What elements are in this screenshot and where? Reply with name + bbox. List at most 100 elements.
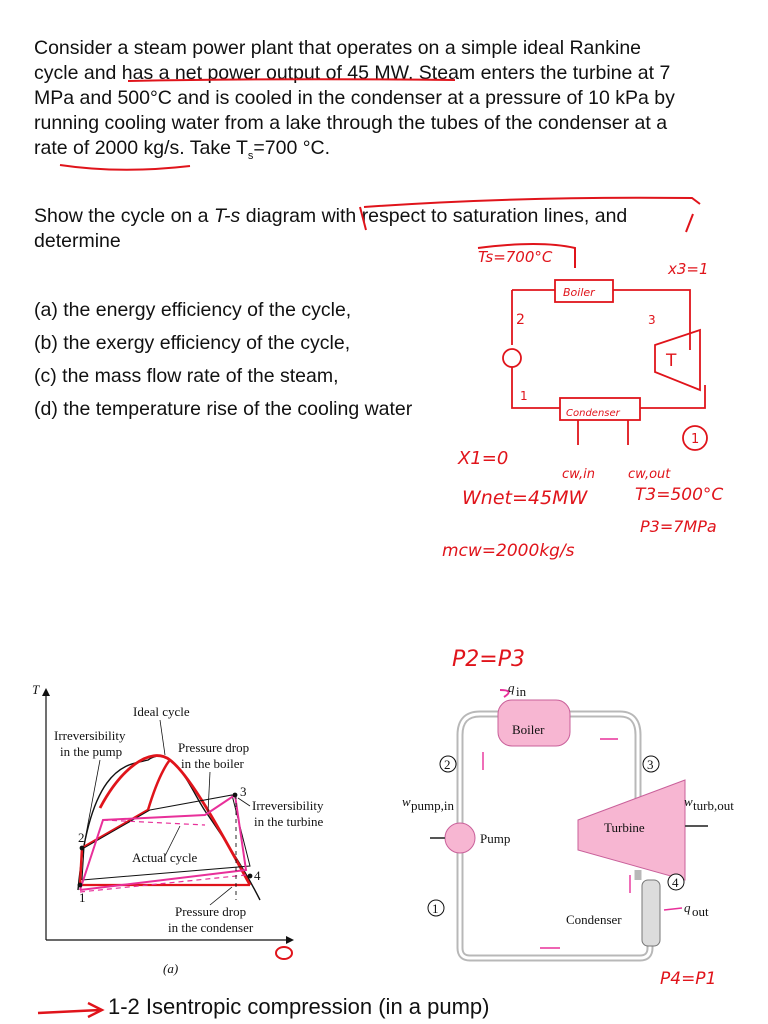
task-line-1: Show the cycle on a T-s diagram with res… <box>34 204 744 229</box>
intro-line-5-end: =700 °C. <box>253 137 331 159</box>
ts-note-arrow <box>477 243 576 268</box>
wpump-sub: pump,in <box>411 798 454 813</box>
task-pre: Show the cycle on a <box>34 205 214 227</box>
hs-circle-1 <box>682 425 708 451</box>
hs-turbine-shape <box>654 328 701 392</box>
hs-condenser-box <box>559 397 641 421</box>
ideal-cycle-red-dome <box>98 754 252 886</box>
hand-x1-note: X1=0 <box>457 448 508 469</box>
wturb-label: w <box>684 794 693 809</box>
ts-pt-1-dot <box>77 882 83 888</box>
ts-leader-lines <box>83 719 251 906</box>
underline-net-power <box>127 78 456 82</box>
qin-sub: in <box>516 684 527 699</box>
bracket-top <box>363 196 701 208</box>
boiler-shape <box>497 699 571 747</box>
ideal-cycle-red-left <box>78 759 171 886</box>
task-line-2: determine <box>34 230 121 252</box>
hs-pipe-top-right <box>613 289 691 350</box>
ts-pt-3: 3 <box>240 784 247 799</box>
task-statement: Show the cycle on a T-s diagram with res… <box>34 204 744 254</box>
intro-line-2: cycle and has a net power output of 45 M… <box>34 62 671 84</box>
actual-cycle-dash-top <box>102 819 206 826</box>
hand-cw-out: cw,out <box>628 467 671 482</box>
state-1-circle <box>427 899 445 917</box>
qin-label: q <box>508 680 515 695</box>
hs-pipe-left-lower <box>511 367 560 409</box>
ts-irr-pump-1: Irreversibility <box>54 728 126 743</box>
footer-text: 1-2 Isentropic compression (in a pump) <box>108 994 490 1019</box>
ts-pd-condenser-1: Pressure drop <box>175 904 246 919</box>
ts-pt-2: 2 <box>78 830 85 845</box>
ts-axis-t-label: T <box>32 682 40 697</box>
hs-pump-circle <box>502 348 522 368</box>
pipe-top-right <box>568 710 642 800</box>
ts-subscript: s <box>247 149 254 162</box>
intro-line-5-text: rate of 2000 kg/s. Take T <box>34 137 248 159</box>
hand-p4p1-note: P4=P1 <box>660 969 716 989</box>
underline-rate <box>59 164 191 171</box>
ts-pd-condenser-2: in the condenser <box>168 920 254 935</box>
turbine-label: Turbine <box>604 820 645 835</box>
footer-arrow-head <box>87 1001 105 1019</box>
state-2-label: 2 <box>444 757 451 772</box>
ts-irr-pump-2: in the pump <box>60 744 122 759</box>
state-4-label: 4 <box>672 875 679 890</box>
hand-sigma-mark <box>275 946 293 960</box>
intro-line-3: MPa and 500°C and is cooled in the conde… <box>34 87 675 109</box>
wturb-sub: turb,out <box>693 798 734 813</box>
hs-pipe-bottom-right <box>640 385 706 409</box>
hand-ts-note: Ts=700°C <box>478 248 553 266</box>
qout-sub: out <box>692 904 709 919</box>
intro-line-4: running cooling water from a lake throug… <box>34 112 668 134</box>
task-ts: T-s <box>213 205 241 227</box>
state-3-label: 3 <box>647 757 654 772</box>
actual-cycle-pink <box>79 793 248 891</box>
turbine-shape <box>577 779 686 881</box>
handwritten-marks <box>59 78 701 268</box>
plant-schematic: Boiler q in Turbine w turb,out Pump w pu… <box>402 680 734 962</box>
qout-label: q <box>684 900 691 915</box>
state-1-label: 1 <box>432 901 439 916</box>
intro-line-5: rate of 2000 kg/s. Take Ts=700 °C. <box>34 136 744 169</box>
hand-turbine-t: T <box>665 351 677 371</box>
ideal-cycle-black <box>81 794 251 881</box>
state-2-circle <box>439 755 457 773</box>
boiler-label: Boiler <box>512 722 545 737</box>
hand-schematic <box>502 279 708 451</box>
state-3-circle <box>642 755 660 773</box>
hand-p3-note: P3=7MPa <box>640 517 717 536</box>
ts-actual-cycle-label: Actual cycle <box>132 850 198 865</box>
hand-t3-note: T3=500°C <box>635 485 723 505</box>
ts-pt-4: 4 <box>254 868 261 883</box>
task-post: diagram with respect to saturation lines… <box>240 205 628 227</box>
ts-diagram: T 2 1 3 4 Ideal cycle Irreversibility in… <box>32 682 324 976</box>
ts-pt-2-dot <box>79 845 85 851</box>
hand-state-3: 3 <box>648 313 656 327</box>
hand-state-2: 2 <box>516 312 525 328</box>
bracket-right <box>685 213 694 233</box>
wpump-label: w <box>402 794 411 809</box>
pump-shape <box>444 822 476 854</box>
hand-schematic-labels: Ts=700°C x3=1 Boiler 2 3 T 1 Condenser 1… <box>442 248 723 989</box>
ts-irr-turbine-2: in the turbine <box>254 814 324 829</box>
qin-arrow <box>499 689 510 698</box>
intro-line-1: Consider a steam power plant that operat… <box>34 37 642 59</box>
ts-caption: (a) <box>163 961 178 976</box>
hand-condenser: Condenser <box>566 408 621 419</box>
hand-state-1: 1 <box>520 389 528 403</box>
task-item-c: (c) the mass flow rate of the steam, <box>34 365 339 387</box>
ts-pt-1: 1 <box>79 890 86 905</box>
ts-pd-boiler-2: in the boiler <box>181 756 244 771</box>
hand-mcw-note: mcw=2000kg/s <box>442 541 575 561</box>
task-item-d: (d) the temperature rise of the cooling … <box>34 398 413 420</box>
state-4-circle <box>667 873 685 891</box>
task-item-a: (a) the energy efficiency of the cycle, <box>34 299 352 321</box>
ts-pd-boiler-1: Pressure drop <box>178 740 249 755</box>
footer-arrow <box>37 1008 101 1015</box>
hand-boiler: Boiler <box>563 286 596 299</box>
task-list: (a) the energy efficiency of the cycle, … <box>34 296 412 428</box>
problem-intro: Consider a steam power plant that operat… <box>34 36 744 169</box>
ts-pt-4-dot <box>247 873 253 879</box>
